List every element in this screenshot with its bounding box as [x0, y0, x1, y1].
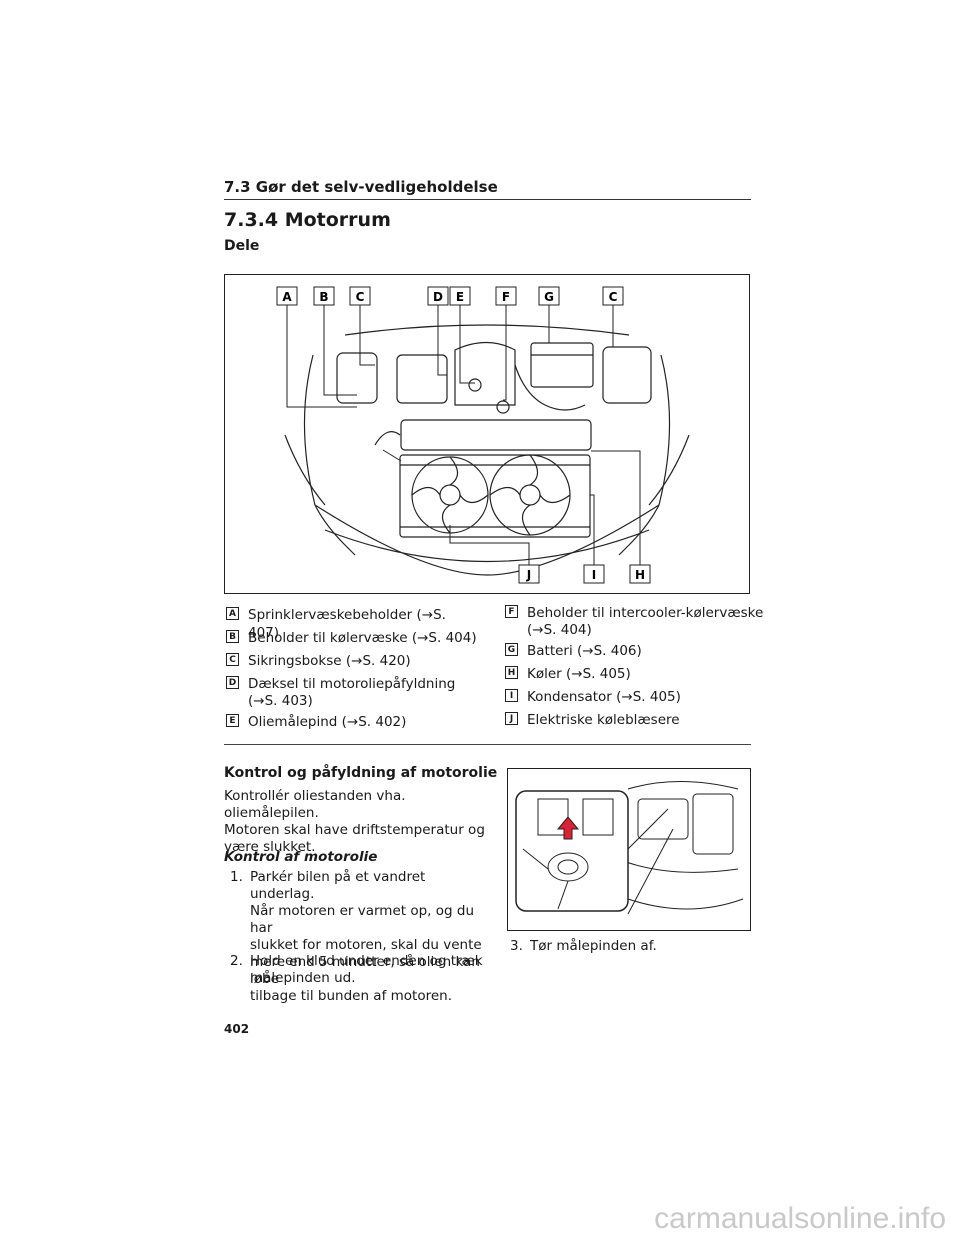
svg-text:B: B — [319, 290, 328, 304]
page-number: 402 — [224, 1022, 250, 1036]
oil-section-heading: Kontrol og påfyldning af motorolie — [224, 765, 498, 781]
section-header: 7.3 Gør det selv-vedligeholdelse — [224, 178, 498, 196]
header-divider — [224, 199, 751, 200]
callout-top-7: G — [538, 286, 560, 306]
oil-check-subheading: Kontrol af motorolie — [224, 849, 378, 865]
svg-text:D: D — [433, 290, 443, 304]
oil-intro-text: Kontrollér oliestanden vha. oliemålepile… — [224, 788, 485, 855]
engine-bay-diagram: A B C D E F G C J I H — [224, 274, 750, 594]
svg-text:C: C — [609, 290, 618, 304]
step-3: 3. Tør målepinden af. — [510, 938, 657, 954]
svg-text:A: A — [282, 290, 292, 304]
dipstick-illustration — [507, 768, 751, 931]
subsection-title: 7.3.4 Motorrum — [224, 209, 391, 231]
svg-text:C: C — [356, 290, 365, 304]
svg-text:G: G — [544, 290, 554, 304]
step-2: 2. Hold en klud under enden og træk måle… — [230, 953, 483, 986]
callout-top-8: C — [602, 286, 624, 306]
svg-text:H: H — [635, 568, 645, 582]
callout-bottom-1: J — [518, 564, 540, 584]
callout-top-4: D — [427, 286, 449, 306]
step-1: 1. Parkér bilen på et vandret underlag. … — [230, 869, 482, 1004]
callout-bottom-3: H — [629, 564, 651, 584]
up-arrow-icon — [556, 816, 580, 840]
callout-top-3: C — [349, 286, 371, 306]
svg-text:F: F — [502, 290, 510, 304]
parts-label: Dele — [224, 238, 260, 254]
svg-text:J: J — [526, 568, 531, 582]
watermark: carmanualsonline.info — [654, 1202, 946, 1235]
svg-text:I: I — [592, 568, 596, 582]
callout-top-5: E — [449, 286, 471, 306]
callout-top-2: B — [313, 286, 335, 306]
section-divider — [224, 744, 751, 745]
callout-top-1: A — [276, 286, 298, 306]
svg-text:E: E — [456, 290, 464, 304]
callout-bottom-2: I — [583, 564, 605, 584]
callout-top-6: F — [495, 286, 517, 306]
